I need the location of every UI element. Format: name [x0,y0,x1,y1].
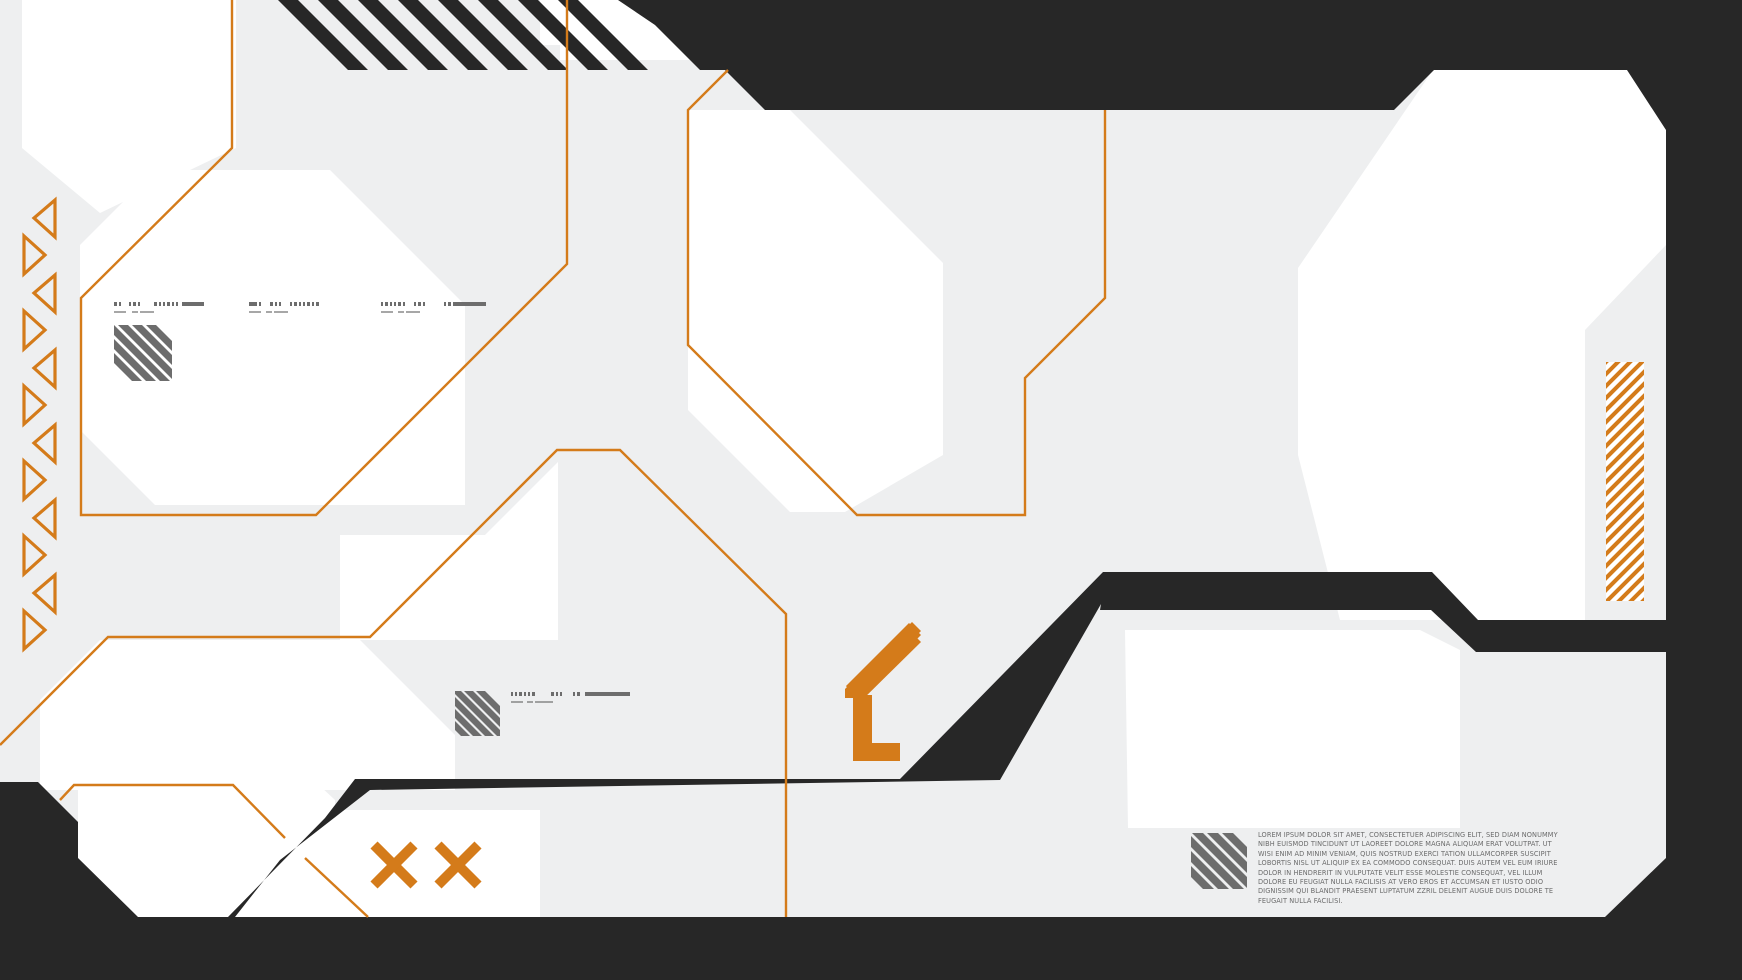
orange-outline-center [0,448,788,917]
lorem-ipsum-text: LOREM IPSUM DOLOR SIT AMET, CONSECTETUER… [1258,831,1558,905]
barcode-label-icon [381,302,486,313]
hazard-square-icon [455,691,500,736]
panel-bottom-left-box [78,786,335,917]
x-mark-icon [434,841,482,889]
triangle-marker-icon [31,271,57,316]
triangle-marker-icon [22,382,48,428]
hazard-stripes-top [278,0,648,70]
triangle-marker-icon [22,457,48,503]
orange-circuit-lines [0,0,1107,918]
barcode-label-icon [249,302,319,313]
arrow-down-left-icon [845,622,921,761]
triangle-marker-icon [31,346,57,391]
triangle-marker-icon [31,421,57,466]
white-panels [22,0,1666,917]
x-mark-icon [370,841,418,889]
panel-top-left-strip [22,0,236,213]
triangle-marker-icon [31,196,57,241]
barcode-label-icon [511,692,630,703]
orange-outline-bottom-left [59,783,286,839]
triangle-marker-icon [31,571,57,616]
orange-outline-upper-center [686,69,1107,517]
panel-upper-left [80,170,465,505]
x-mark-group [370,841,482,889]
barcode-label-icon [114,302,204,313]
orange-outline-bottom-left-tail [304,857,369,918]
panel-lower-right [1125,630,1460,828]
triangle-marker-icon [22,307,48,353]
panel-upper-center [688,110,943,512]
hazard-square-icon [1191,833,1247,889]
triangle-marker-icon [22,232,48,278]
orange-outline-upper-left [79,0,569,517]
hazard-square-icon [114,325,172,381]
triangle-marker-icon [22,607,48,653]
panel-right [1298,70,1666,620]
panel-lower-left [40,640,455,790]
orange-hazard-bar [1606,362,1644,601]
triangle-marker-icon [22,532,48,578]
triangle-marker-icon [31,496,57,541]
triangle-marker-column [22,196,57,653]
panel-mid-left [340,462,558,640]
